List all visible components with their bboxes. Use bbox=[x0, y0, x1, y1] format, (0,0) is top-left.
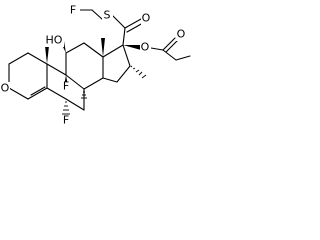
bond-c8-c14 bbox=[83, 77, 104, 90]
bond-c12-c11 bbox=[65, 42, 85, 54]
bond-c15-c14 bbox=[102, 77, 118, 83]
bond-ch2-ch3 bbox=[175, 55, 191, 61]
bond-c5-c6 bbox=[46, 87, 67, 100]
bond-c-o-double-b bbox=[126, 22, 144, 33]
oxygen-label-thioester-carbonyl: O bbox=[142, 12, 151, 25]
bonds bbox=[4, 9, 191, 111]
bond-c4-c5-double-b bbox=[30, 86, 46, 96]
fluorine-label-c9: F bbox=[63, 80, 69, 93]
bond-c1-c2 bbox=[8, 52, 29, 65]
wedge-c13-methyl bbox=[101, 38, 105, 57]
bond-cprop-o-double-b bbox=[165, 39, 179, 53]
bond-c9-c8 bbox=[65, 74, 85, 90]
bond-c-c17 bbox=[122, 27, 126, 46]
bond-o-c-prop bbox=[150, 47, 164, 51]
bond-c6-c7 bbox=[65, 98, 85, 111]
hash-c16-methyl bbox=[130, 65, 147, 79]
bond-c3-c4 bbox=[8, 87, 29, 100]
bond-c10-c1 bbox=[27, 52, 48, 65]
bond-c13-c17 bbox=[102, 44, 124, 58]
wedge-c17-o bbox=[123, 45, 142, 50]
hydroxyl-label: HO bbox=[46, 34, 63, 47]
sulfur-label: S bbox=[104, 9, 111, 22]
bond-c4-c5-double-a bbox=[27, 87, 48, 100]
wedge-c10-methyl bbox=[45, 46, 49, 64]
bond-c9-c10 bbox=[46, 63, 67, 76]
bond-cprop-o-double-a bbox=[162, 37, 176, 51]
stereo-bonds bbox=[45, 38, 147, 115]
bond-c13-c12 bbox=[83, 42, 104, 58]
bond-c-o-double-a bbox=[124, 18, 142, 29]
bond-c16-c15 bbox=[116, 65, 131, 83]
oxygen-label-ester: O bbox=[141, 41, 150, 54]
atom-labels: F S O HO O O F O F bbox=[0, 4, 187, 127]
bond-c17-c16 bbox=[122, 44, 131, 67]
oxygen-label-propionate-carbonyl: O bbox=[177, 28, 186, 41]
hash-c6-f bbox=[62, 101, 70, 115]
bond-cprop-ch2 bbox=[162, 49, 177, 61]
molecule-diagram: F S O HO O O F O F bbox=[0, 4, 191, 127]
bond-ch2-s bbox=[91, 9, 104, 21]
oxygen-label-ketone: O bbox=[1, 82, 10, 95]
fluorine-label-c6: F bbox=[63, 114, 69, 127]
hash-c8 bbox=[81, 91, 87, 99]
fluorine-label-top: F bbox=[70, 4, 76, 17]
bond-s-c bbox=[111, 14, 126, 29]
